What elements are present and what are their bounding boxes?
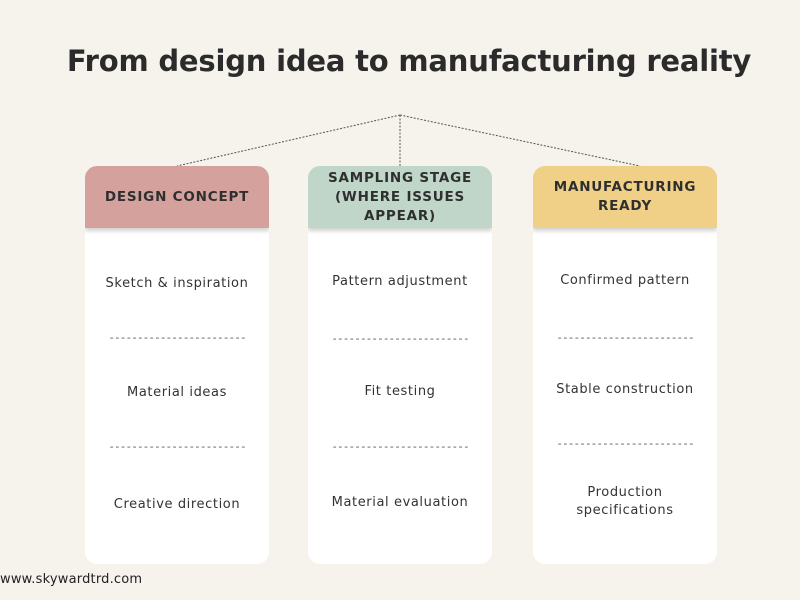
list-item: Fit testing bbox=[364, 384, 436, 399]
list-item: Pattern adjustment bbox=[332, 274, 468, 289]
dashed-separator: ------------------------ bbox=[331, 440, 469, 453]
list-item: Material ideas bbox=[127, 385, 227, 400]
card-design-concept: DESIGN CONCEPT Sketch & inspiration ----… bbox=[85, 166, 269, 564]
dashed-separator: ------------------------ bbox=[108, 440, 246, 453]
list-item: Material evaluation bbox=[331, 495, 469, 510]
dashed-separator: ------------------------ bbox=[331, 332, 469, 345]
footer-website: www.skywardtrd.com bbox=[0, 572, 143, 587]
list-item: Stable construction bbox=[556, 382, 694, 397]
list-item: Confirmed pattern bbox=[560, 273, 690, 288]
list-item: Creative direction bbox=[113, 497, 241, 512]
card-body-design-concept: Sketch & inspiration -------------------… bbox=[85, 228, 269, 564]
card-sampling-stage: SAMPLING STAGE (WHERE ISSUES APPEAR) Pat… bbox=[308, 166, 492, 564]
card-header-sampling-stage: SAMPLING STAGE (WHERE ISSUES APPEAR) bbox=[308, 166, 492, 228]
card-body-sampling-stage: Pattern adjustment ---------------------… bbox=[308, 228, 492, 564]
page-title: From design idea to manufacturing realit… bbox=[66, 44, 752, 78]
connector-line-manufacturing bbox=[399, 114, 641, 167]
dashed-separator: ------------------------ bbox=[556, 437, 694, 450]
connector-line-design bbox=[176, 114, 401, 167]
card-header-manufacturing-ready: MANUFACTURING READY bbox=[533, 166, 717, 228]
list-item: Production specifications bbox=[576, 485, 674, 518]
card-header-design-concept: DESIGN CONCEPT bbox=[85, 166, 269, 228]
dashed-separator: ------------------------ bbox=[556, 331, 694, 344]
list-item: Sketch & inspiration bbox=[105, 276, 249, 291]
card-body-manufacturing-ready: Confirmed pattern ----------------------… bbox=[533, 228, 717, 564]
dashed-separator: ------------------------ bbox=[108, 331, 246, 344]
card-manufacturing-ready: MANUFACTURING READY Confirmed pattern --… bbox=[533, 166, 717, 564]
